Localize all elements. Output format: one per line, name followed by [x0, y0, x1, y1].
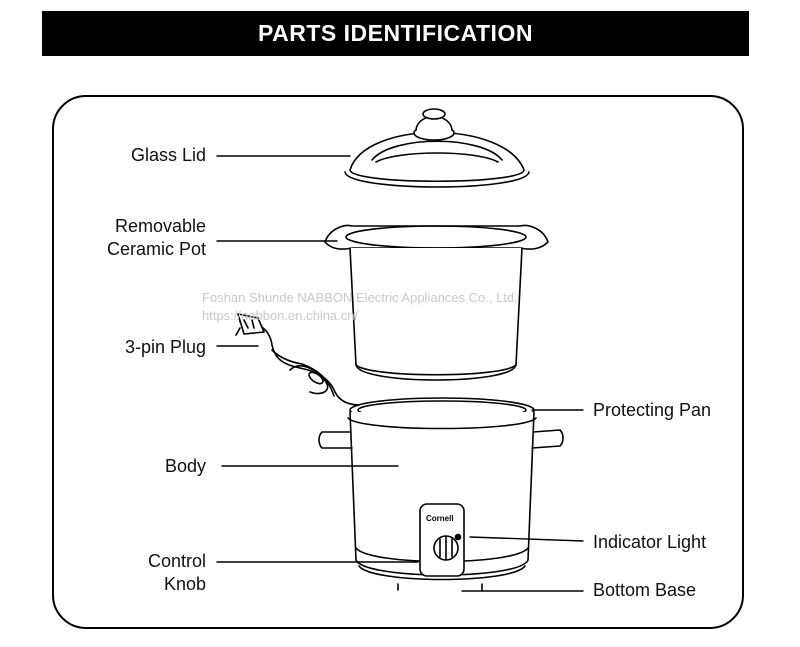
label-ceramic-pot-line2: Ceramic Pot — [107, 238, 206, 261]
power-cord-drawing — [236, 314, 360, 405]
label-indicator-light: Indicator Light — [593, 531, 706, 554]
label-glass-lid: Glass Lid — [131, 144, 206, 167]
glass-lid-drawing — [345, 109, 529, 187]
label-control-knob-line1: Control — [148, 550, 206, 573]
label-control-knob-line2: Knob — [164, 573, 206, 596]
label-bottom-base: Bottom Base — [593, 579, 696, 602]
label-body: Body — [165, 455, 206, 478]
watermark-line2: https://nabbon.en.china.cn/ — [202, 308, 358, 323]
label-plug: 3-pin Plug — [125, 336, 206, 359]
brand-logo: Cornell — [426, 514, 454, 523]
label-protecting-pan: Protecting Pan — [593, 399, 711, 422]
label-ceramic-pot-line1: Removable — [115, 215, 206, 238]
cooker-body-drawing — [319, 398, 563, 590]
watermark-line1: Foshan Shunde NABBON Electric Appliances… — [202, 290, 518, 305]
